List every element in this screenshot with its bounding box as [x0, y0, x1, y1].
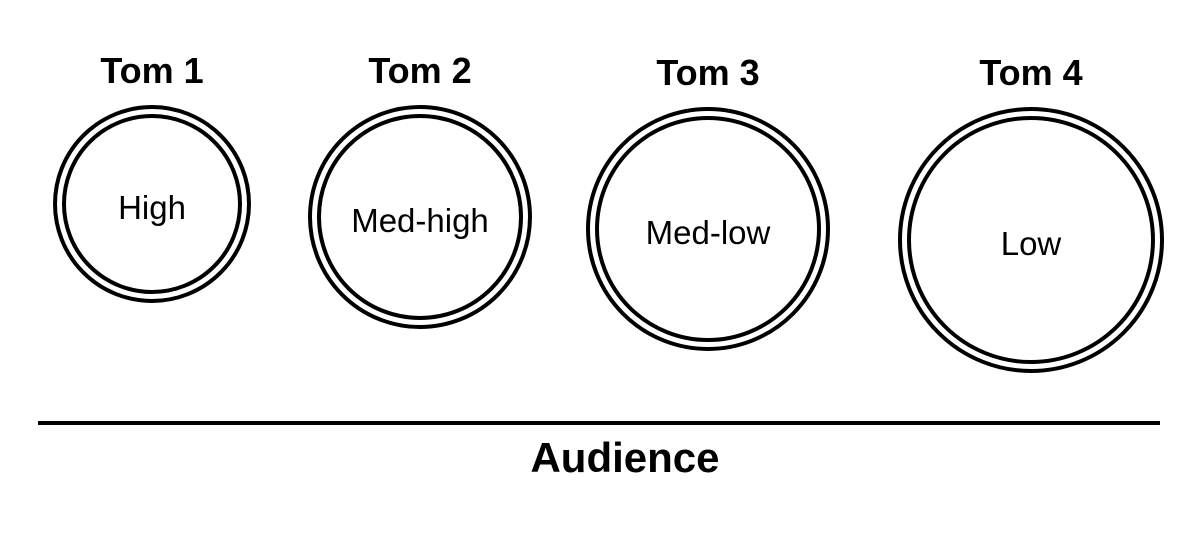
tom-2-drum-head: Med-high: [317, 114, 523, 320]
tom-4-drum-rim: Low: [898, 107, 1164, 373]
tom-1-drum-rim: High: [53, 105, 251, 303]
tom-2-pitch-label: Med-high: [351, 201, 489, 239]
tom-3-drum-head: Med-low: [595, 116, 821, 342]
tom-4-group: Tom 4 Low: [898, 53, 1164, 373]
tom-1-title: Tom 1: [100, 50, 204, 92]
tom-2-drum-rim: Med-high: [308, 105, 532, 329]
tom-1-drum-head: High: [62, 114, 242, 294]
tom-1-pitch-label: High: [118, 188, 186, 226]
audience-label: Audience: [530, 434, 720, 481]
tom-3-pitch-label: Med-low: [645, 213, 771, 251]
audience-divider-line: [38, 421, 1160, 425]
tom-4-pitch-label: Low: [1000, 224, 1062, 262]
tom-4-title: Tom 4: [979, 52, 1083, 94]
tom-3-drum-rim: Med-low: [586, 107, 830, 351]
tom-1-group: Tom 1 High: [53, 51, 251, 303]
tom-2-title: Tom 2: [368, 50, 472, 92]
tom-3-title: Tom 3: [656, 52, 760, 94]
tom-4-drum-head: Low: [907, 116, 1155, 364]
tom-2-group: Tom 2 Med-high: [308, 51, 532, 329]
tom-3-group: Tom 3 Med-low: [586, 53, 830, 351]
